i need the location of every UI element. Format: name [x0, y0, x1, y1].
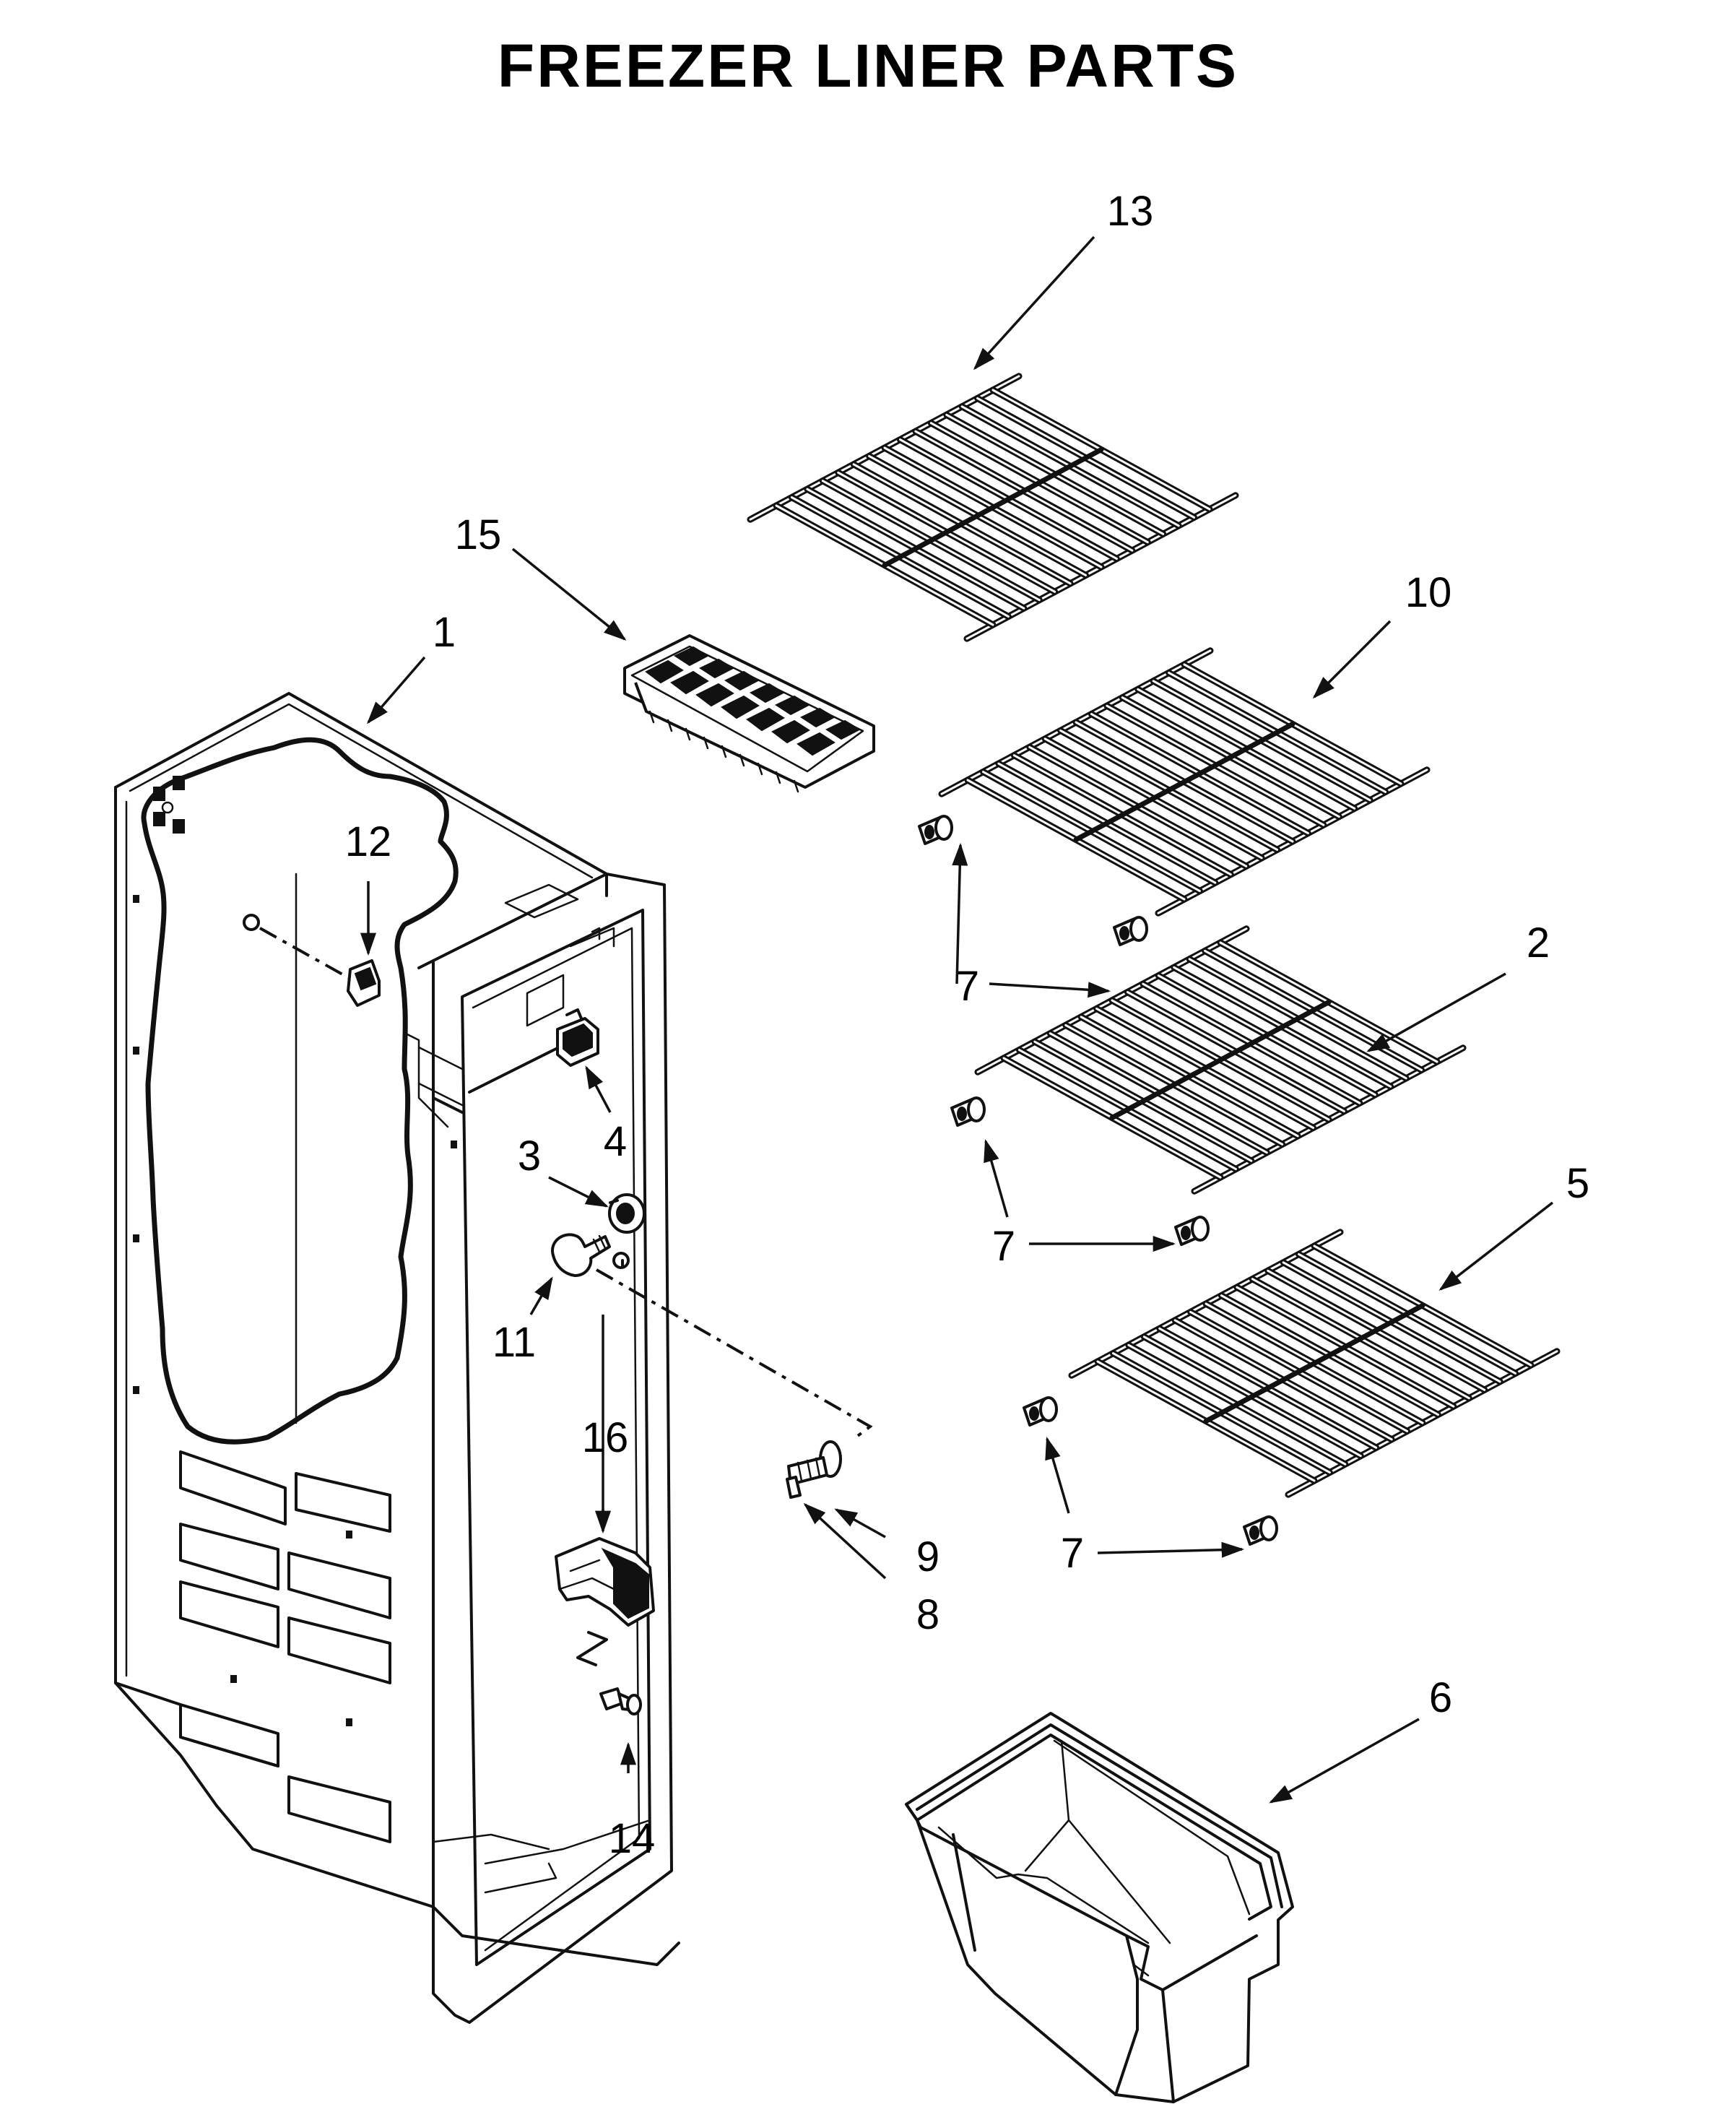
liner-rear-panels — [114, 1450, 391, 1843]
shelf-support-stud — [1113, 916, 1148, 946]
part-15-ice-tray — [623, 634, 875, 793]
callout-3: 3 — [518, 1133, 541, 1180]
callout-10: 10 — [1405, 569, 1452, 616]
callout-4: 4 — [604, 1118, 627, 1165]
callout-7-middle: 7 — [992, 1223, 1015, 1270]
callout-14: 14 — [609, 1815, 656, 1862]
callout-15: 15 — [455, 511, 502, 558]
part-6-ice-bin — [905, 1712, 1294, 2103]
callout-9: 9 — [916, 1533, 939, 1580]
part-16-lamp-cover — [555, 1537, 655, 1666]
callout-12: 12 — [345, 818, 392, 865]
shelf-support-stud — [918, 815, 953, 845]
callout-11: 11 — [492, 1319, 536, 1366]
callout-labels: 1 13 15 10 12 2 4 3 11 5 16 9 8 14 6 7 7… — [345, 188, 1589, 1862]
part-11-light-bulb — [551, 1233, 611, 1277]
shelf-support-stud — [950, 1096, 986, 1127]
part-4-switch — [468, 1008, 599, 1094]
liner-vent-holes — [153, 776, 185, 834]
part-8-9-shelf-stud — [596, 1252, 873, 1499]
part-10-wire-shelf — [938, 647, 1431, 917]
callout-7-bottom: 7 — [1061, 1530, 1084, 1577]
callout-2: 2 — [1527, 919, 1550, 966]
part-2-wire-shelf — [974, 925, 1467, 1195]
shelf-support-stud — [1174, 1216, 1210, 1246]
diagram-title: FREEZER LINER PARTS — [498, 32, 1238, 100]
shelf-support-stud — [1243, 1515, 1278, 1546]
part-5-wire-shelf — [1068, 1229, 1561, 1498]
part-12-clip — [243, 914, 381, 1007]
callout-7-top: 7 — [956, 963, 979, 1010]
callout-5: 5 — [1566, 1160, 1589, 1207]
shelf-support-stud — [1023, 1396, 1058, 1427]
callout-8: 8 — [916, 1591, 939, 1638]
part-3-lamp-socket — [608, 1193, 646, 1234]
part-13-wire-shelf — [747, 373, 1239, 642]
freezer-liner — [114, 692, 680, 2024]
part-14-screw — [599, 1687, 642, 1715]
wire-shelves — [747, 373, 1561, 1498]
callout-16: 16 — [582, 1414, 629, 1461]
liner-mounting-holes — [133, 895, 457, 1726]
shelf-support-studs — [918, 815, 1278, 1546]
callout-13: 13 — [1107, 188, 1154, 235]
callout-6: 6 — [1429, 1674, 1452, 1721]
callout-1: 1 — [433, 609, 456, 656]
callout-leaders — [360, 235, 1554, 1804]
